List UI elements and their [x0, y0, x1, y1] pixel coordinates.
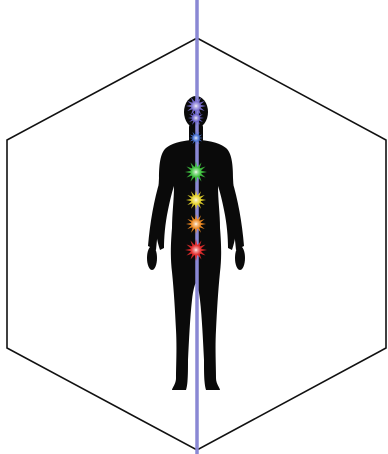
chakra-glow — [192, 196, 201, 205]
chakra-glow — [191, 167, 201, 177]
chakra-glow — [192, 102, 201, 111]
chakra-glow — [193, 135, 199, 141]
chakra-glow — [192, 114, 199, 121]
chakra-glow — [192, 220, 201, 229]
chakra-glow — [191, 245, 201, 255]
